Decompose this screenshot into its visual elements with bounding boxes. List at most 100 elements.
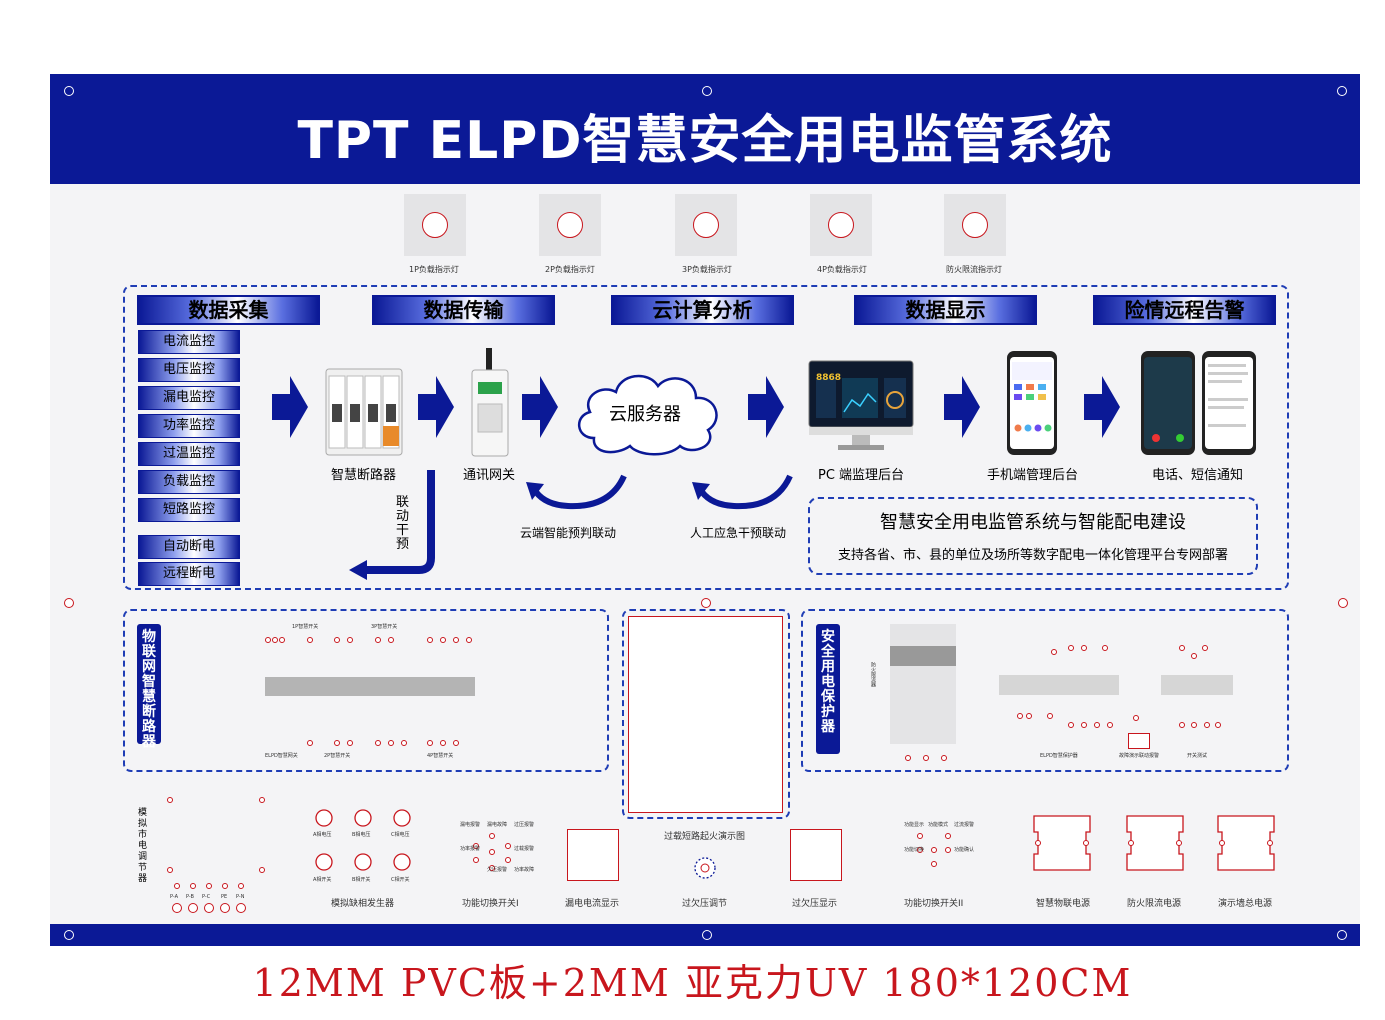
mount-hole-icon	[702, 86, 712, 96]
switch2-item: 功能显示	[904, 822, 925, 828]
lamp-ring-icon	[693, 212, 719, 238]
power3-label: 演示墙总电源	[1218, 899, 1273, 909]
flow-arrow-icon	[418, 376, 454, 438]
cloud-linkage-label: 云端智能预判联动	[520, 526, 617, 540]
phase-lamp-label: A相电压	[313, 832, 332, 838]
switch2-item: 过流报警	[954, 822, 975, 828]
linkage-label: 联动干预	[396, 495, 410, 552]
phone-alert-icon	[1141, 351, 1256, 455]
mount-hole-icon	[702, 930, 712, 940]
fire-demo-frame	[622, 609, 790, 819]
regulator-label: 模拟市电调节器	[138, 808, 148, 884]
regulator-knob-label: P-N	[236, 894, 245, 900]
monitor-item: 电流监控	[138, 330, 240, 354]
stage-cloud: 云计算分析	[611, 295, 794, 325]
protector-panel	[801, 609, 1289, 772]
switch1-item: 过载报警	[514, 846, 535, 852]
info-box-title: 智慧安全用电监管系统与智能配电建设	[880, 512, 1186, 533]
stage-display: 数据显示	[854, 295, 1037, 325]
footer-spec: 12MM PVC板+2MM 亚克力UV 180*120CM	[252, 961, 1133, 1005]
monitor-item: 漏电监控	[138, 386, 240, 410]
cloud-feedback-arrow-icon	[526, 474, 627, 510]
manual-linkage-label: 人工应急干预联动	[690, 526, 787, 540]
switch1-item: 漏电报警	[460, 822, 481, 828]
switch1-item: 功率报警	[460, 846, 481, 852]
phase-lamp-label: B相开关	[352, 877, 371, 883]
voltage-knob[interactable]	[693, 856, 717, 880]
iot-terminal-points	[265, 637, 472, 746]
leak-display	[567, 829, 619, 881]
flow-arrow-icon	[944, 376, 980, 438]
switch1-item: 功率故障	[514, 867, 535, 873]
switch2-item: 功能切换	[904, 847, 925, 853]
info-box-subtitle: 支持各省、市、县的单位及场所等数字配电一体化管理平台专网部署	[837, 548, 1228, 563]
protector-small-label: 开关测试	[1187, 753, 1208, 759]
stage-alarm: 险情远程告警	[1093, 295, 1276, 325]
mount-hole-icon	[64, 930, 74, 940]
power1-label: 智慧物联电源	[1036, 899, 1091, 909]
flow-arrow-icon	[1084, 376, 1120, 438]
power-socket-1[interactable]	[1032, 814, 1092, 872]
monitor-item: 电压监控	[138, 358, 240, 382]
regulator-knob-label: P-C	[202, 894, 211, 900]
limiter-band	[890, 646, 956, 666]
lamp-2p	[539, 194, 601, 256]
protector-rail-1	[999, 675, 1119, 695]
mount-hole-icon	[64, 86, 74, 96]
lamp-ring-icon	[962, 212, 988, 238]
lamp-ring-icon	[557, 212, 583, 238]
power-socket-2[interactable]	[1125, 814, 1185, 872]
fire-demo-label: 过载短路起火演示图	[664, 832, 746, 842]
voltage-display	[790, 829, 842, 881]
leak-display-label: 漏电电流显示	[565, 899, 620, 909]
regulator-knob-label: P-A	[170, 894, 179, 900]
protector-terminal-points	[905, 645, 1221, 761]
regulator-points	[167, 797, 265, 913]
din-rail	[265, 677, 475, 696]
phase-lamps	[315, 809, 411, 871]
phase-lamp-label: C相电压	[391, 832, 410, 838]
protector-small-label: ELPD智慧保护器	[1040, 753, 1078, 759]
monitor-item: 短路监控	[138, 498, 240, 522]
action-item: 远程断电	[138, 562, 240, 586]
lamp-label: 4P负载指示灯	[817, 265, 867, 274]
switch2-dial[interactable]	[912, 828, 956, 872]
switch2-item: 功能模式	[928, 822, 949, 828]
lamp-ring-icon	[422, 212, 448, 238]
limiter-device	[890, 624, 956, 744]
smart-breaker-icon	[325, 368, 403, 456]
lamp-4p	[810, 194, 872, 256]
gateway-label: 通讯网关	[463, 468, 516, 483]
power-socket-3[interactable]	[1216, 814, 1276, 872]
cloud-label: 云服务器	[609, 404, 681, 425]
regulator-knob-label: PE	[221, 894, 228, 900]
monitor-item: 功率监控	[138, 414, 240, 438]
linkage-arrow-icon	[349, 470, 435, 580]
voltage-adjust-label: 过欠压调节	[682, 899, 728, 909]
mount-hole-icon	[64, 598, 74, 608]
cloud-icon	[578, 374, 718, 456]
switch1-dial[interactable]	[470, 830, 514, 874]
info-box	[808, 497, 1258, 575]
iot-breaker-panel	[123, 609, 609, 772]
breaker-label: 智慧断路器	[331, 468, 397, 483]
monitor-item: 负载监控	[138, 470, 240, 494]
mount-hole-icon	[701, 598, 711, 608]
page-title: TPT ELPD智慧安全用电监管系统	[297, 111, 1113, 171]
flow-arrow-icon	[522, 376, 558, 438]
pc-monitor-icon	[808, 360, 914, 450]
iot-small-label: 2P智慧开关	[324, 753, 351, 759]
lamp-label: 1P负载指示灯	[409, 265, 459, 274]
phase-lamp-label: B相电压	[352, 832, 371, 838]
stage-collect: 数据采集	[137, 295, 320, 325]
mobile-label: 手机端管理后台	[987, 468, 1079, 483]
manual-feedback-arrow-icon	[692, 474, 793, 510]
switch2-item: 功能确认	[954, 847, 975, 853]
mount-hole-icon	[1338, 598, 1348, 608]
alert-label: 电话、短信通知	[1152, 468, 1244, 483]
stage-transfer: 数据传输	[372, 295, 555, 325]
switch1-item: 欠压报警	[487, 867, 508, 873]
lamp-label: 2P负载指示灯	[545, 265, 595, 274]
switch1-label: 功能切换开关I	[462, 899, 519, 909]
protector-title: 安全用电保护器	[816, 624, 840, 754]
